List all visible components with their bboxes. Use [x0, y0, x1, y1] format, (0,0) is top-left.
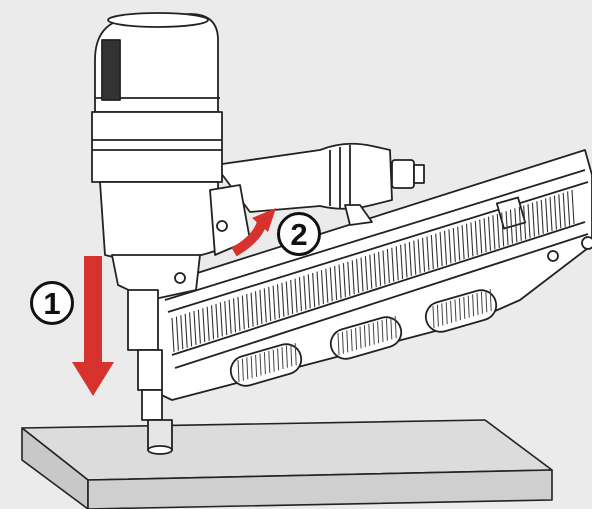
curved-arrow [231, 208, 276, 257]
nail-strip [171, 189, 575, 353]
down-arrow [72, 256, 114, 396]
tool-handle [214, 142, 425, 226]
work-surface-board [21, 419, 553, 509]
step-2-label: 2 [277, 212, 321, 256]
tool-cylinder [91, 12, 223, 263]
tool-nose [111, 184, 251, 455]
step-1-label: 1 [30, 281, 74, 325]
magazine-window-ribs [237, 289, 492, 383]
